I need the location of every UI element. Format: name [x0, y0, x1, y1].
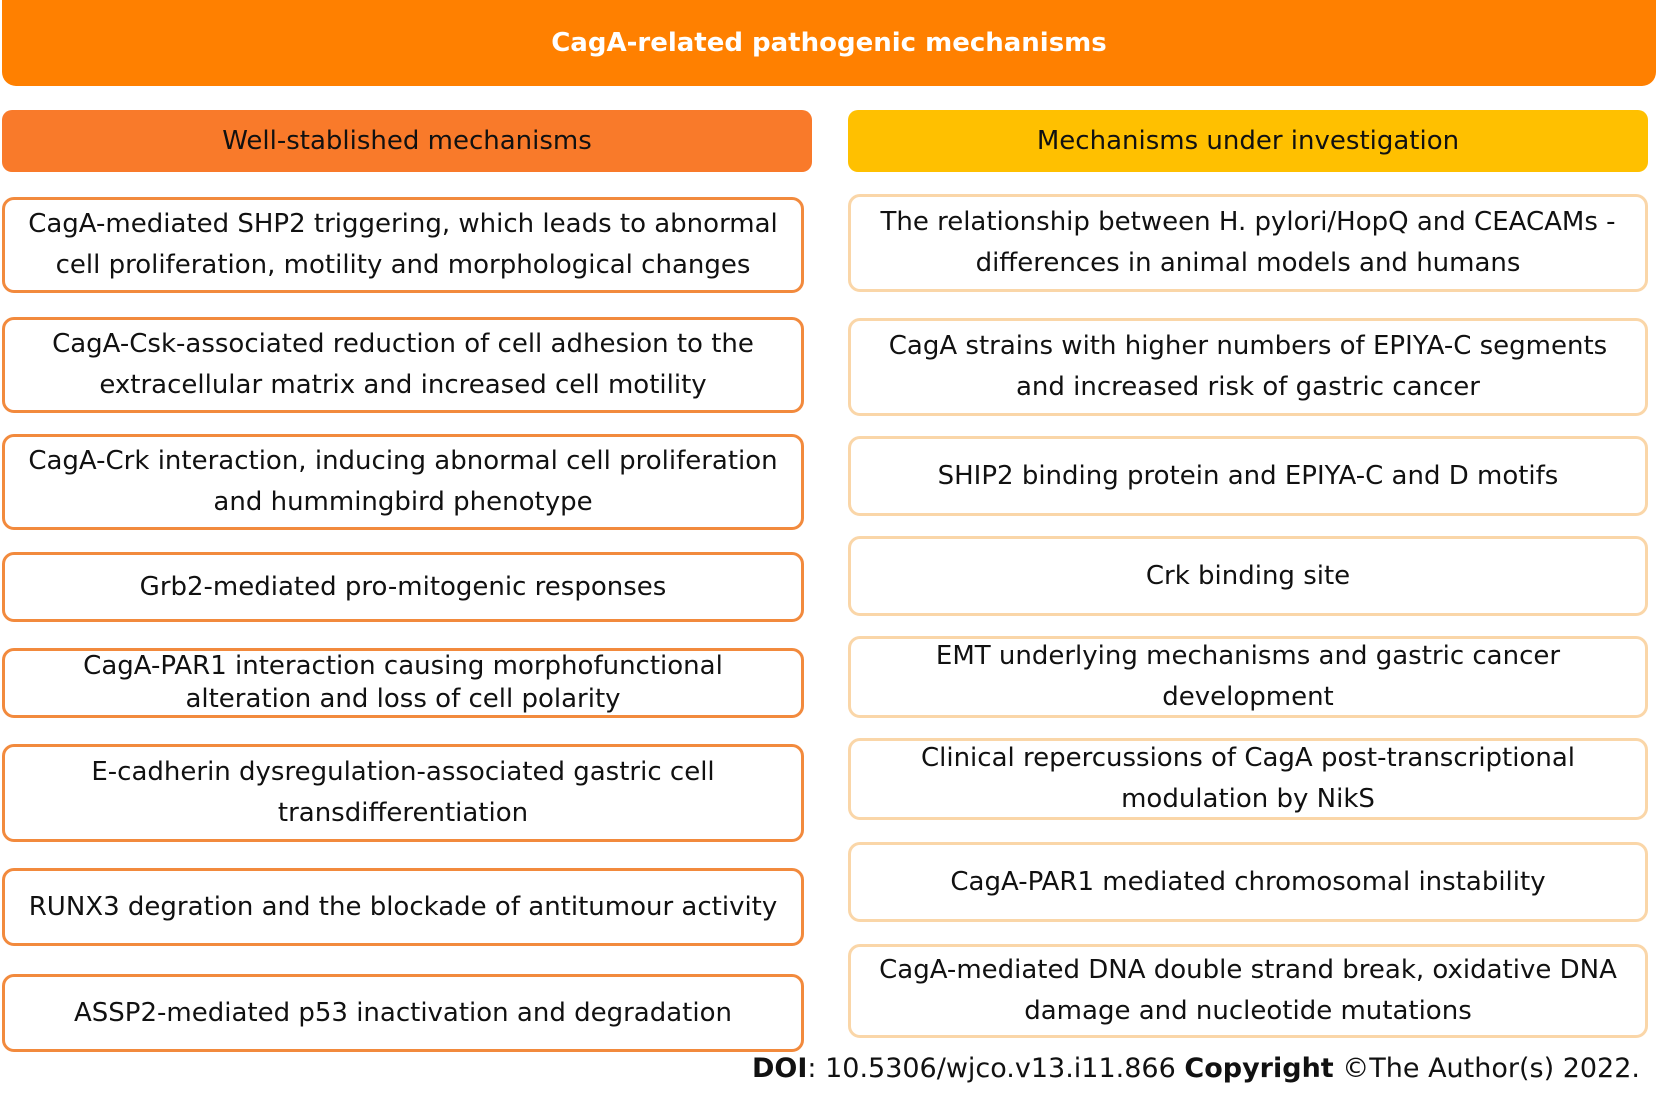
- left-mechanism-text: CagA-Csk-associated reduction of cell ad…: [52, 329, 754, 400]
- right-mechanism-box: CagA-PAR1 mediated chromosomal instabili…: [848, 842, 1648, 922]
- right-mechanism-text: EMT underlying mechanisms and gastric ca…: [935, 641, 1561, 712]
- left-mechanism-box: CagA-PAR1 interaction causing morphofunc…: [2, 648, 804, 718]
- title: CagA-related pathogenic mechanisms: [551, 28, 1107, 58]
- right-mechanism-text: Clinical repercussions of CagA post-tran…: [920, 743, 1576, 814]
- right-mechanism-box: Crk binding site: [848, 536, 1648, 616]
- title-banner: CagA-related pathogenic mechanisms: [2, 0, 1656, 86]
- right-mechanism-text: CagA-PAR1 mediated chromosomal instabili…: [950, 866, 1546, 897]
- left-mechanism-text: Grb2-mediated pro-mitogenic responses: [139, 571, 667, 602]
- right-mechanism-text: SHIP2 binding protein and EPIYA-C and D …: [937, 460, 1559, 491]
- right-mechanism-box: SHIP2 binding protein and EPIYA-C and D …: [848, 436, 1648, 516]
- left-mechanism-text: ASSP2-mediated p53 inactivation and degr…: [74, 997, 732, 1028]
- left-mechanism-box: RUNX3 degration and the blockade of anti…: [2, 868, 804, 946]
- right-mechanism-text: Crk binding site: [1145, 560, 1351, 591]
- left-column-header: Well-stablished mechanisms: [2, 110, 812, 172]
- right-mechanism-text: CagA strains with higher numbers of EPIY…: [888, 331, 1608, 402]
- left-mechanism-text: E-cadherin dysregulation-associated gast…: [91, 757, 715, 828]
- right-column-header-label: Mechanisms under investigation: [1036, 126, 1460, 156]
- doi-value: : 10.5306/wjco.v13.i11.866: [807, 1053, 1185, 1084]
- left-mechanism-text: CagA-PAR1 interaction causing morphofunc…: [83, 651, 723, 714]
- left-mechanism-text: CagA-Crk interaction, inducing abnormal …: [28, 446, 778, 517]
- right-column-header: Mechanisms under investigation: [848, 110, 1648, 172]
- copyright-label: Copyright: [1184, 1053, 1334, 1084]
- doi-label: DOI: [751, 1053, 808, 1084]
- doi-copyright-line: DOI: 10.5306/wjco.v13.i11.866 Copyright …: [752, 1053, 1640, 1084]
- left-mechanism-box: Grb2-mediated pro-mitogenic responses: [2, 552, 804, 622]
- copyright-value: ©The Author(s) 2022.: [1333, 1053, 1640, 1084]
- left-mechanism-box: ASSP2-mediated p53 inactivation and degr…: [2, 974, 804, 1052]
- left-mechanism-box: E-cadherin dysregulation-associated gast…: [2, 744, 804, 842]
- left-mechanism-box: CagA-mediated SHP2 triggering, which lea…: [2, 197, 804, 293]
- right-mechanism-box: The relationship between H. pylori/HopQ …: [848, 194, 1648, 292]
- left-mechanism-text: CagA-mediated SHP2 triggering, which lea…: [28, 209, 778, 280]
- left-mechanism-box: CagA-Crk interaction, inducing abnormal …: [2, 434, 804, 530]
- right-mechanism-text: CagA-mediated DNA double strand break, o…: [879, 955, 1617, 1026]
- right-mechanism-text: The relationship between H. pylori/HopQ …: [880, 207, 1616, 278]
- right-mechanism-box: Clinical repercussions of CagA post-tran…: [848, 738, 1648, 820]
- left-mechanism-box: CagA-Csk-associated reduction of cell ad…: [2, 317, 804, 413]
- right-mechanism-box: CagA-mediated DNA double strand break, o…: [848, 944, 1648, 1038]
- left-mechanism-text: RUNX3 degration and the blockade of anti…: [28, 891, 778, 922]
- left-column-header-label: Well-stablished mechanisms: [222, 126, 592, 156]
- right-mechanism-box: CagA strains with higher numbers of EPIY…: [848, 318, 1648, 416]
- right-mechanism-box: EMT underlying mechanisms and gastric ca…: [848, 636, 1648, 718]
